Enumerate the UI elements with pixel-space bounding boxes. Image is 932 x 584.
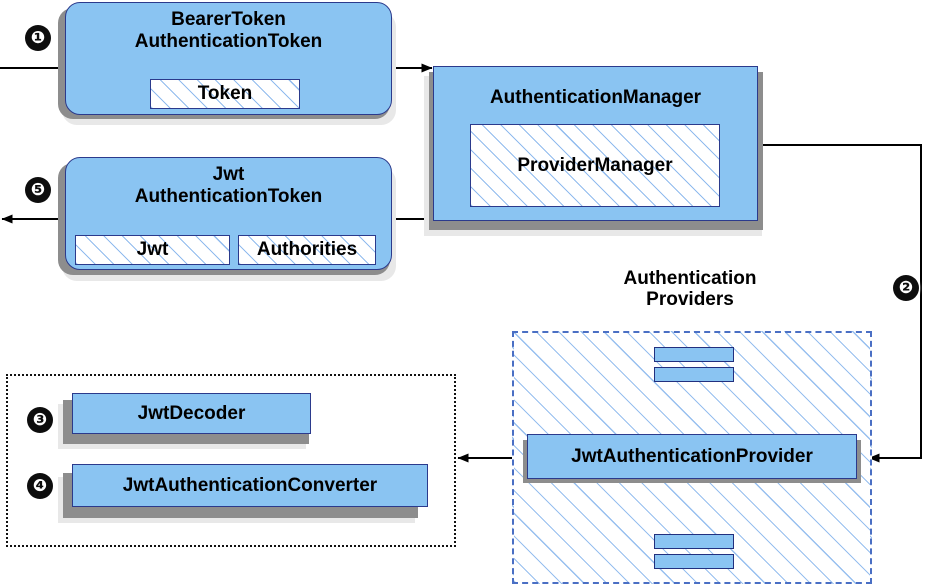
step-badge-2: ❷	[893, 275, 919, 301]
provider-stack-bar-top-1	[654, 347, 734, 362]
step-badge-4: ❹	[27, 473, 53, 499]
jwt-authentication-converter-label: JwtAuthenticationConverter	[122, 474, 378, 496]
jwt-token-title-line1: Jwt	[212, 164, 245, 185]
step-badge-1: ❶	[25, 25, 51, 51]
bearer-token-title-line2: AuthenticationToken	[134, 31, 323, 52]
token-label: Token	[197, 83, 253, 104]
provider-manager-inner-box[interactable]: ProviderManager	[470, 124, 720, 207]
bearer-token-title-line1: BearerToken	[171, 9, 286, 30]
jwt-authentication-converter-node[interactable]: JwtAuthenticationConverter	[72, 464, 428, 507]
step-badge-5: ❺	[25, 177, 51, 203]
authorities-inner-box[interactable]: Authorities	[238, 235, 376, 265]
token-inner-box[interactable]: Token	[150, 79, 300, 109]
jwt-inner-box[interactable]: Jwt	[75, 235, 230, 265]
authorities-inner-label: Authorities	[256, 239, 358, 260]
jwt-decoder-label: JwtDecoder	[137, 402, 246, 424]
jwt-authentication-provider-node[interactable]: JwtAuthenticationProvider	[527, 434, 857, 479]
jwt-inner-label: Jwt	[136, 239, 169, 260]
authentication-providers-caption: Authentication Providers	[575, 268, 805, 311]
authentication-providers-caption-line2: Providers	[646, 289, 734, 311]
authentication-providers-caption-line1: Authentication	[623, 268, 757, 289]
authentication-manager-title: AuthenticationManager	[489, 87, 702, 108]
provider-stack-bar-bottom-2	[654, 554, 734, 569]
jwt-decoder-node[interactable]: JwtDecoder	[72, 393, 311, 434]
provider-stack-bar-bottom-1	[654, 534, 734, 549]
jwt-support-beans-group	[6, 374, 456, 547]
provider-manager-label: ProviderManager	[517, 154, 673, 176]
provider-stack-bar-top-2	[654, 367, 734, 382]
step-badge-3: ❸	[27, 407, 53, 433]
jwt-token-title-line2: AuthenticationToken	[134, 186, 323, 207]
jwt-authentication-provider-label: JwtAuthenticationProvider	[571, 445, 813, 467]
